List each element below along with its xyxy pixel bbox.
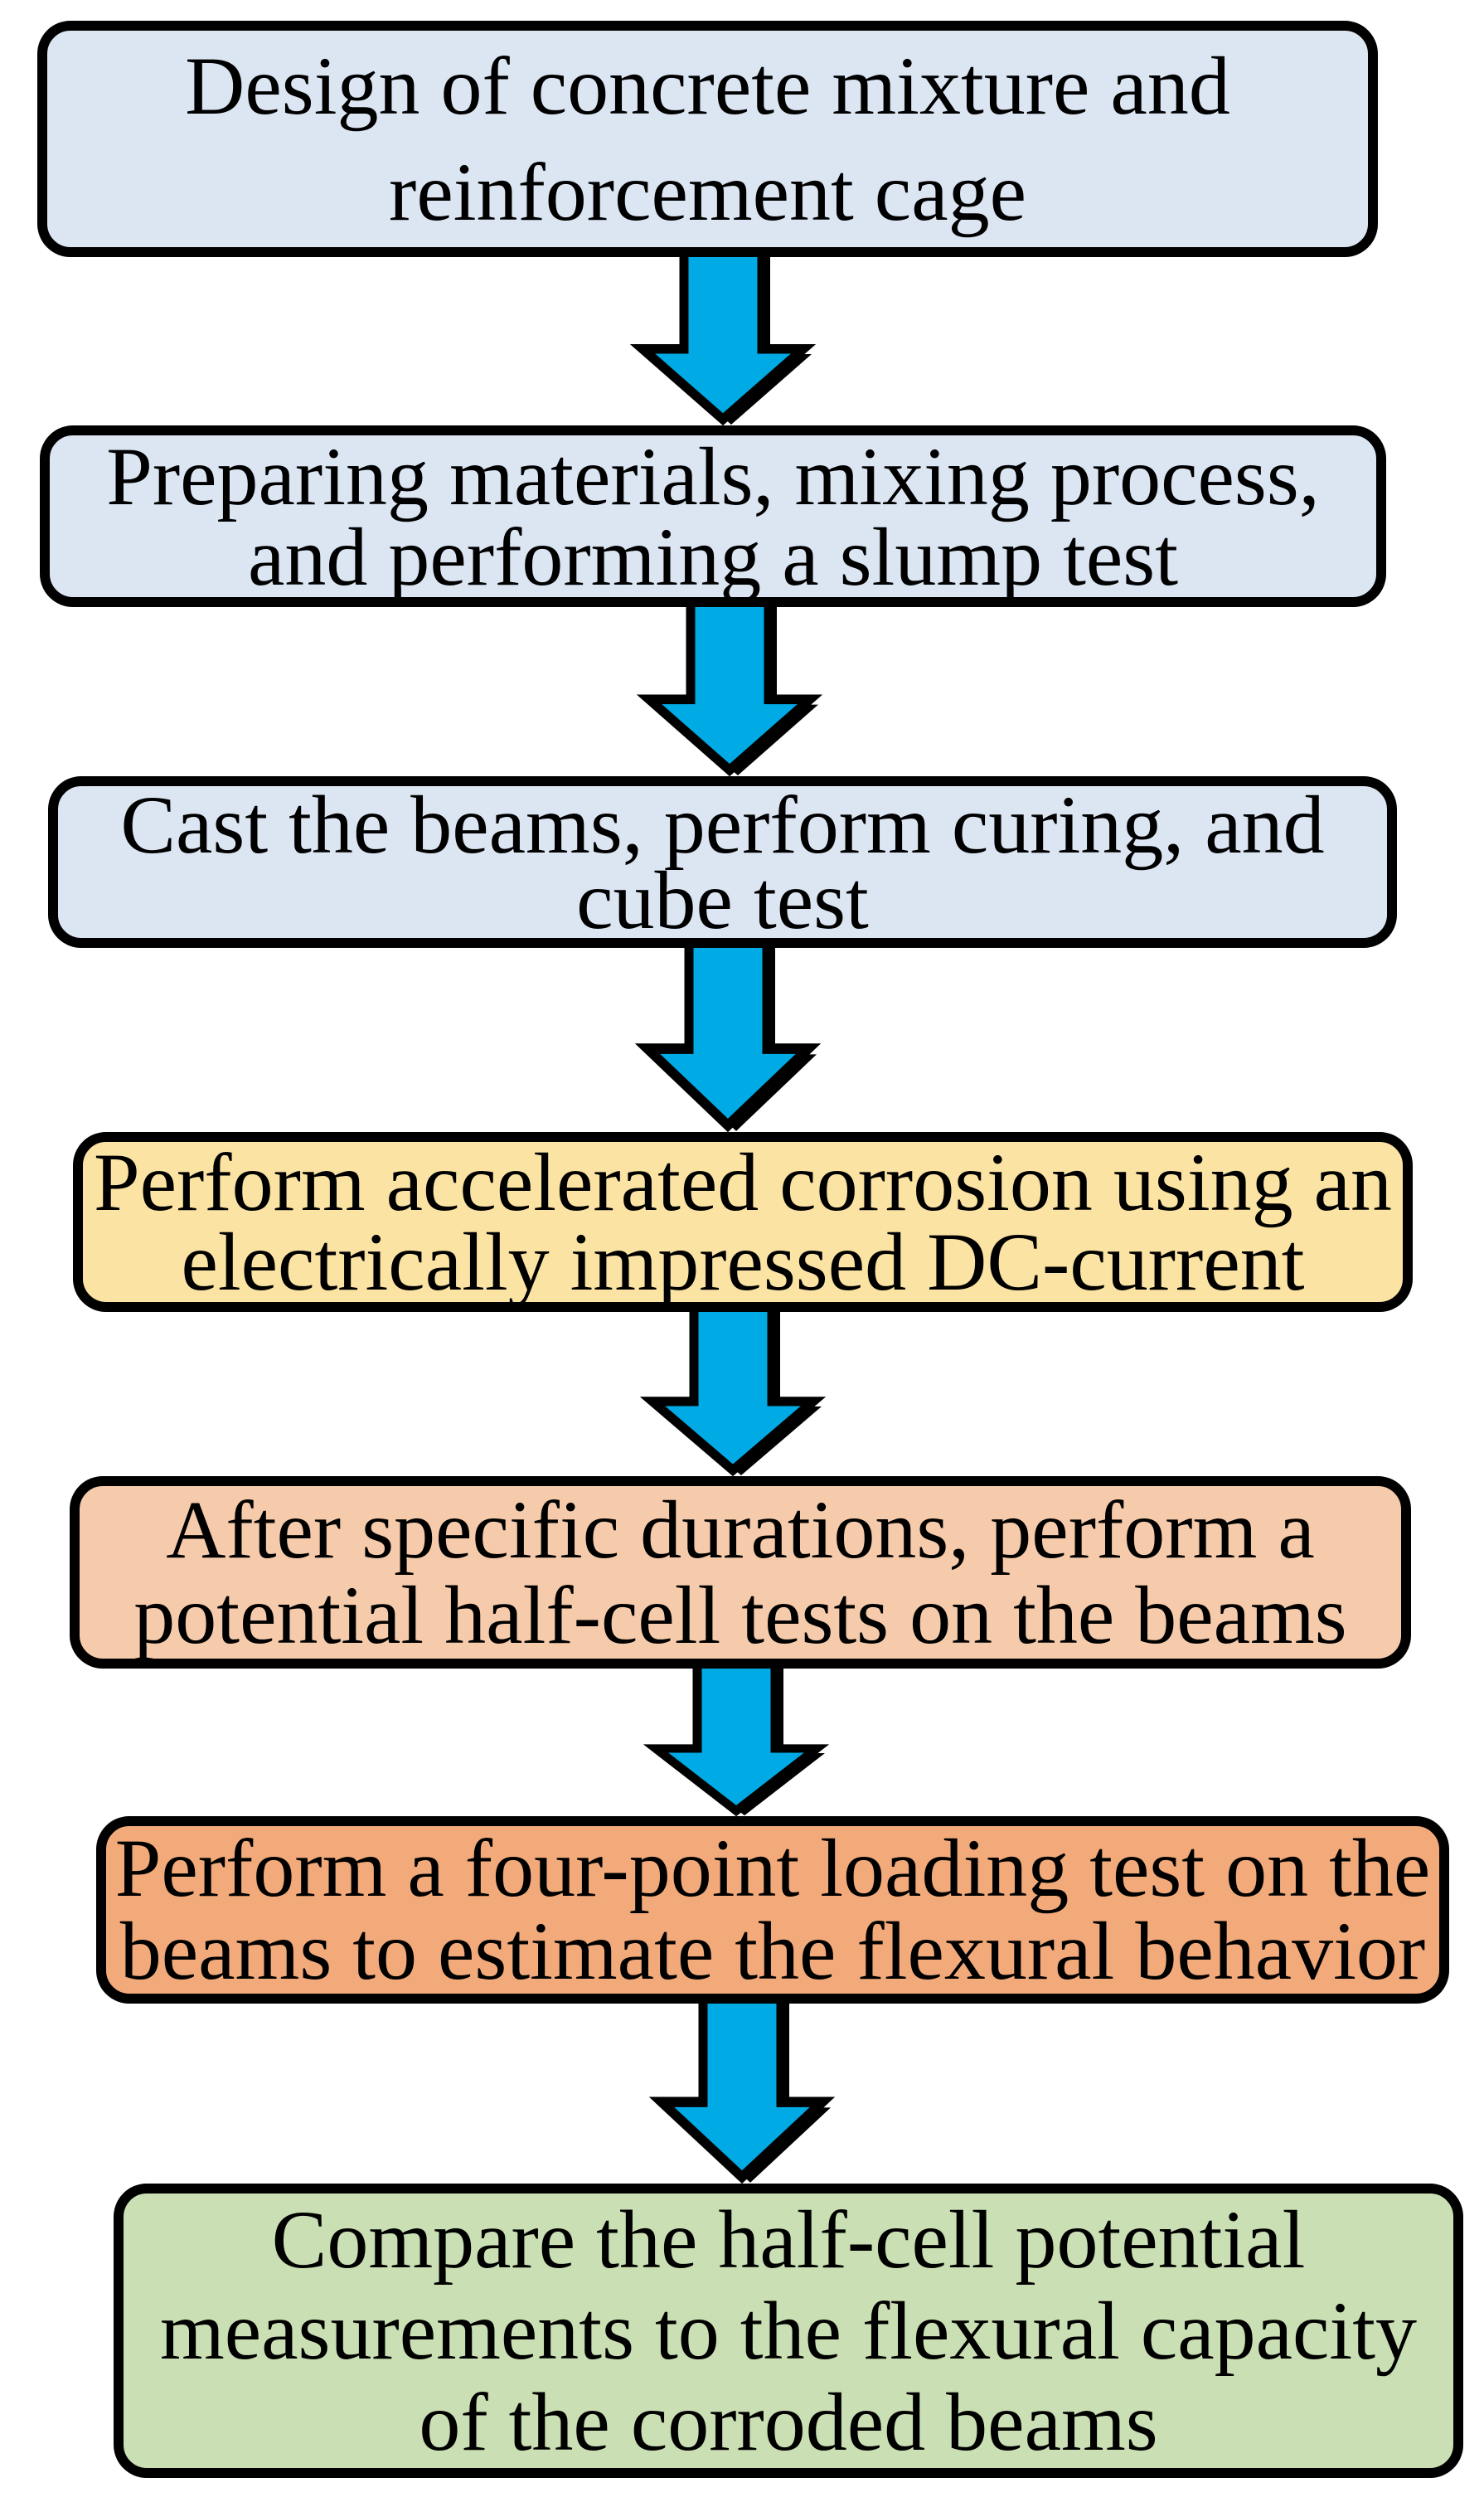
down-arrow-body: [639, 1297, 827, 1477]
flow-step-four-point-loading: Perform a four-point loading test on the…: [96, 1816, 1449, 2004]
step-text-line: measurements to the flexural capacity: [159, 2284, 1417, 2377]
step-text-line: Preparing materials, mixing process,: [106, 430, 1320, 522]
step-text-line: Cast the beams, perform curing, and: [120, 778, 1325, 871]
step-text-line: reinforcement cage: [389, 145, 1026, 238]
step-text-line: Perform a four-point loading test on the: [114, 1822, 1431, 1914]
down-arrow-icon: [648, 1988, 836, 2184]
step-text-line: beams to estimate the flexural behavior: [119, 1905, 1426, 1997]
down-arrow-icon: [629, 242, 817, 426]
down-arrow-body: [629, 242, 817, 426]
flow-step-design: Design of concrete mixture and reinforce…: [37, 21, 1378, 257]
step-text-line: cube test: [576, 853, 869, 946]
step-text-line: Design of concrete mixture and: [185, 39, 1230, 132]
step-text-line: potential half-cell tests on the beams: [133, 1569, 1347, 1661]
step-text-line: Compare the half-cell potential: [271, 2193, 1306, 2286]
down-arrow-icon: [634, 932, 822, 1133]
step-text-line: and performing a slump test: [248, 510, 1178, 603]
down-arrow-body: [636, 592, 823, 777]
down-arrow-body: [634, 932, 822, 1133]
step-text-line: Perform accelerated corrosion using an: [93, 1135, 1392, 1228]
flow-step-materials-mixing: Preparing materials, mixing process, and…: [40, 425, 1386, 607]
down-arrow-icon: [636, 592, 823, 777]
flow-step-half-cell-tests: After specific durations, perform a pote…: [70, 1476, 1411, 1669]
step-text-line: of the corroded beams: [419, 2375, 1158, 2468]
down-arrow-body: [648, 1988, 836, 2184]
flow-step-compare-results: Compare the half-cell potential measurem…: [114, 2184, 1463, 2478]
step-text-line: electrically impressed DC-current: [181, 1215, 1305, 1308]
down-arrow-icon: [643, 1654, 830, 1817]
down-arrow-body: [643, 1654, 830, 1817]
down-arrow-icon: [639, 1297, 827, 1477]
flow-step-casting-curing: Cast the beams, perform curing, and cube…: [48, 776, 1397, 948]
step-text-line: After specific durations, perform a: [166, 1484, 1315, 1576]
flow-step-accelerated-corrosion: Perform accelerated corrosion using an e…: [73, 1132, 1413, 1312]
